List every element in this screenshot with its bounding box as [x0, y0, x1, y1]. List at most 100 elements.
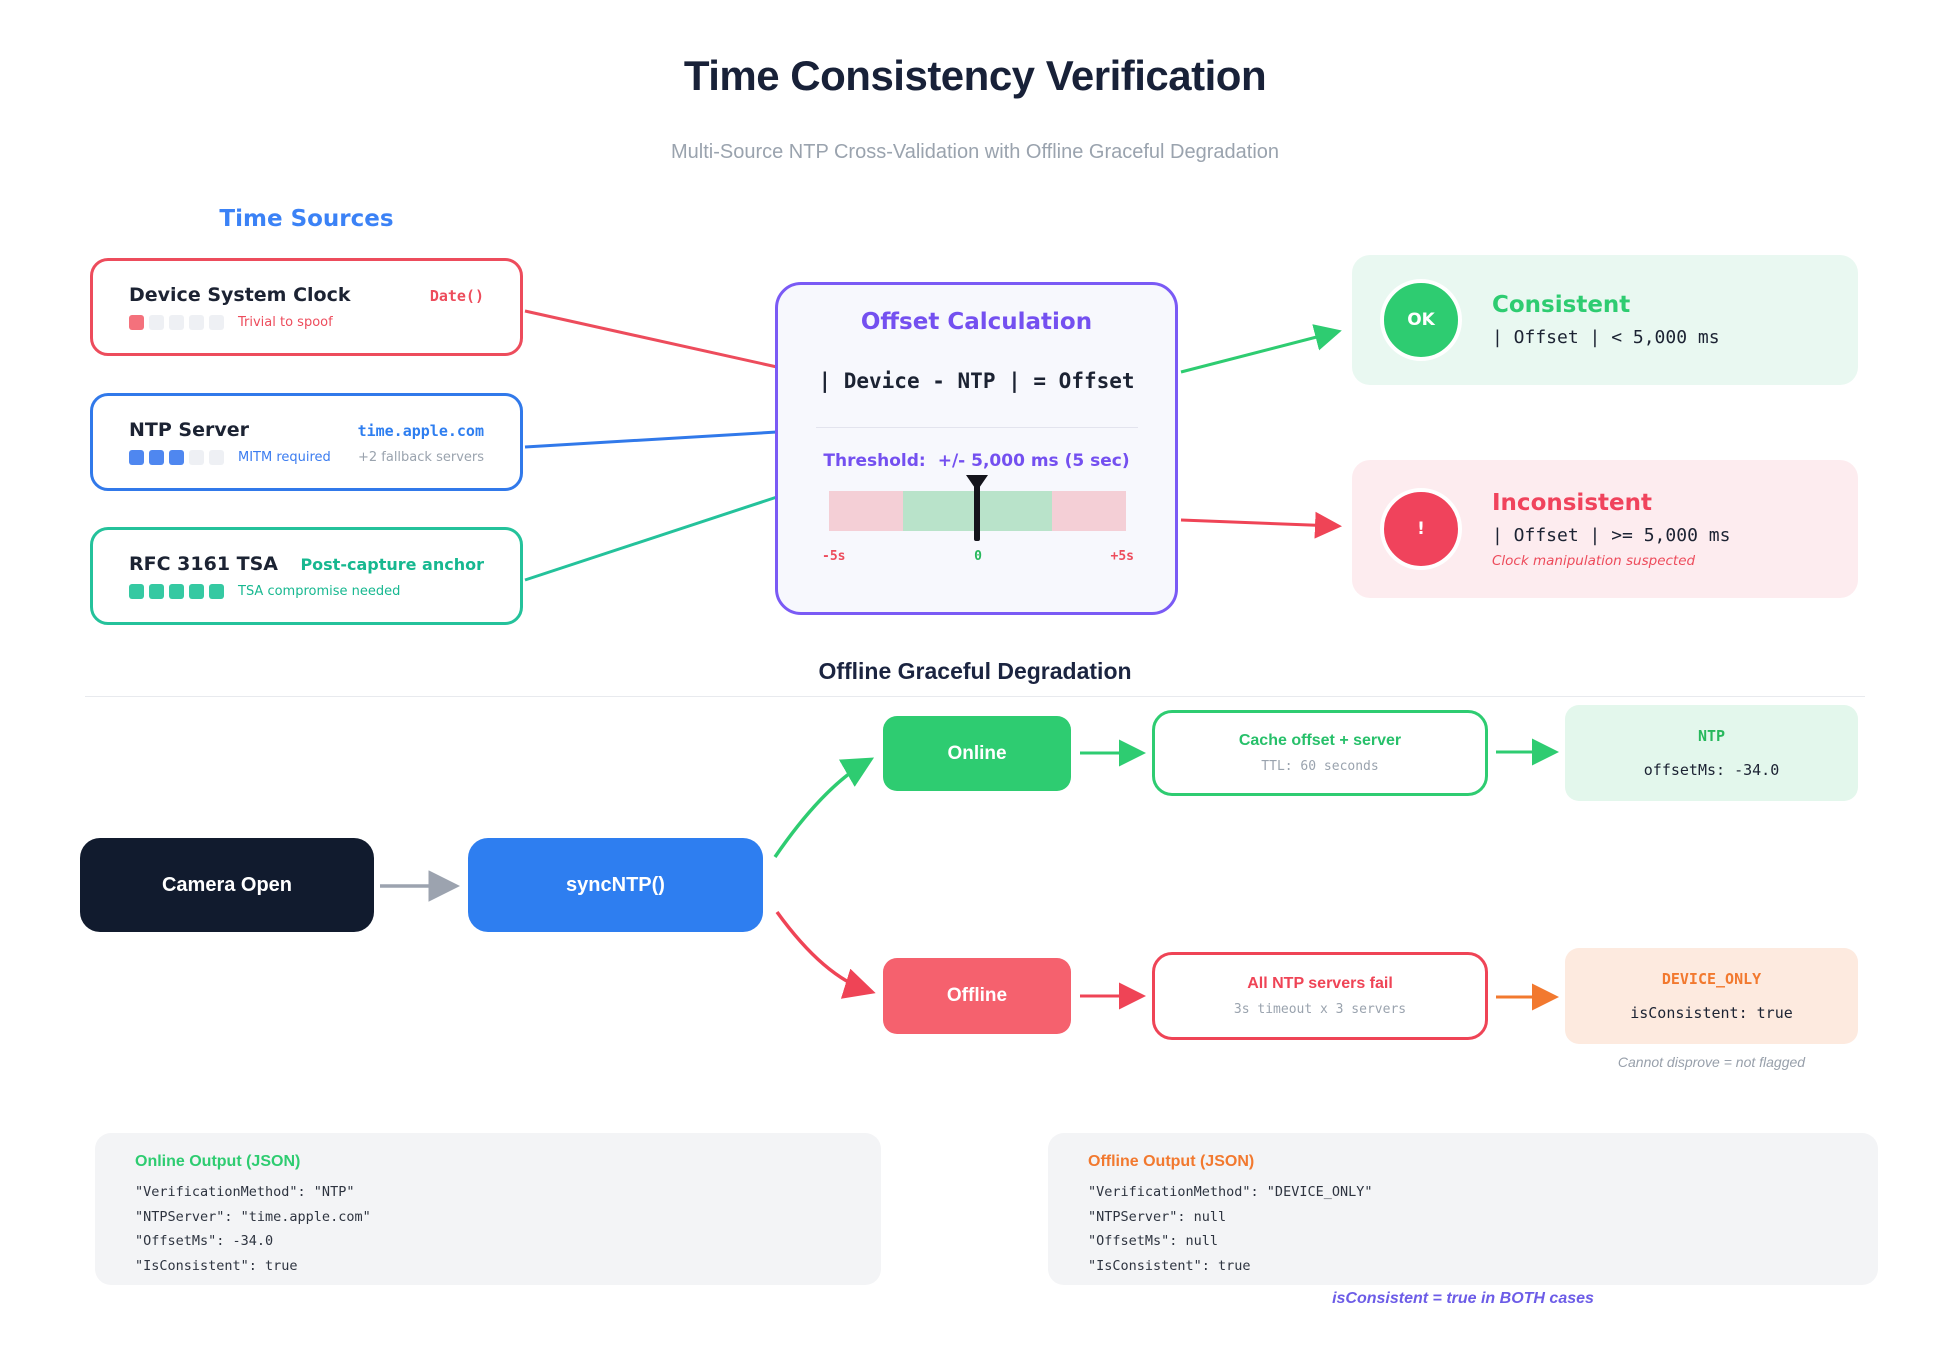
arrow-offset-to-consistent [1180, 324, 1342, 374]
json-line: "IsConsistent": true [1088, 1257, 1251, 1274]
pip [189, 584, 204, 599]
source-card-meta: Trivial to spoof [129, 315, 484, 330]
inconsistent-title: Inconsistent [1492, 489, 1652, 516]
consistent-text-group: Consistent | Offset | < 5,000 ms [1492, 292, 1720, 348]
pip [209, 584, 224, 599]
json-line: "VerificationMethod": "NTP" [135, 1184, 355, 1200]
scale-min-label: -5s [822, 549, 846, 564]
offline-action-detail: 3s timeout x 3 servers [1233, 1002, 1407, 1017]
pip [169, 584, 184, 599]
sync-ntp-node: syncNTP() [468, 838, 763, 932]
source-card-meta: MITM required +2 fallback servers [129, 450, 484, 465]
offset-calculation-box: Offset Calculation | Device - NTP | = Of… [775, 282, 1178, 615]
offline-state-node: Offline [883, 958, 1071, 1034]
risk-pips [129, 584, 224, 599]
risk-pips [129, 315, 224, 330]
ntp-result-detail: offsetMs: -34.0 [1643, 761, 1780, 779]
ntp-result-title: NTP [1697, 727, 1726, 745]
arrow-sync-to-offline [775, 910, 876, 999]
connector-tsa-to-offset [524, 495, 778, 582]
both-cases-footnote: isConsistent = true in BOTH cases [1332, 1290, 1594, 1307]
json-line: "NTPServer": null [1088, 1208, 1227, 1225]
pip [129, 315, 144, 330]
consistent-result-box: OK Consistent | Offset | < 5,000 ms [1352, 255, 1858, 385]
offset-calculation-title: Offset Calculation [860, 309, 1093, 335]
device-only-note: Cannot disprove = not flagged [1617, 1054, 1806, 1070]
gauge-scale: -5s 0 +5s [822, 549, 1134, 564]
scale-max-label: +5s [1110, 549, 1134, 564]
alert-badge: ! [1380, 488, 1462, 570]
section-divider [85, 696, 1865, 697]
source-card-ntp-server: NTP Server time.apple.com MITM required … [90, 393, 523, 491]
source-card-header: Device System Clock Date() [129, 284, 484, 306]
scale-zero-label: 0 [974, 549, 982, 564]
time-sources-heading: Time Sources [219, 206, 394, 232]
degradation-heading: Offline Graceful Degradation [818, 658, 1132, 684]
page-subtitle: Multi-Source NTP Cross-Validation with O… [670, 141, 1280, 163]
source-card-header: RFC 3161 TSA Post-capture anchor [129, 553, 484, 575]
pip [169, 315, 184, 330]
camera-open-node: Camera Open [80, 838, 374, 932]
json-line: "OffsetMs": null [1088, 1233, 1219, 1249]
source-title: NTP Server [129, 419, 249, 441]
online-output-panel: Online Output (JSON) "VerificationMethod… [95, 1133, 881, 1285]
offline-output-panel: Offline Output (JSON) "VerificationMetho… [1048, 1133, 1878, 1285]
source-tag: Date() [429, 287, 484, 305]
pip [149, 584, 164, 599]
consistent-condition: | Offset | < 5,000 ms [1492, 327, 1720, 348]
threshold-label: Threshold: [823, 451, 926, 471]
divider [816, 427, 1138, 428]
connector-ntp-to-offset [524, 430, 778, 449]
gauge-segment-out-right [1051, 491, 1126, 531]
pip [149, 450, 164, 465]
offline-output-lines: "VerificationMethod": "DEVICE_ONLY" "NTP… [1088, 1180, 1838, 1278]
offline-action-label: All NTP servers fail [1247, 975, 1393, 992]
threshold-text: Threshold:+/- 5,000 ms (5 sec) [778, 451, 1175, 471]
json-line: "VerificationMethod": "DEVICE_ONLY" [1088, 1184, 1373, 1200]
pip [129, 450, 144, 465]
online-action-box: Cache offset + server TTL: 60 seconds [1152, 710, 1488, 796]
pip [169, 450, 184, 465]
source-note: MITM required [238, 450, 331, 465]
offset-formula: | Device - NTP | = Offset [818, 369, 1135, 393]
inconsistent-condition: | Offset | >= 5,000 ms [1492, 524, 1731, 546]
pip [209, 315, 224, 330]
device-only-result-box: DEVICE_ONLY isConsistent: true [1565, 948, 1858, 1044]
gauge-segment-out-left [829, 491, 904, 531]
offline-action-box: All NTP servers fail 3s timeout x 3 serv… [1152, 952, 1488, 1040]
pip [209, 450, 224, 465]
pip [129, 584, 144, 599]
inconsistent-result-box: ! Inconsistent | Offset | >= 5,000 ms Cl… [1352, 460, 1858, 598]
json-line: "NTPServer": "time.apple.com" [135, 1208, 371, 1225]
source-note: Trivial to spoof [238, 315, 333, 330]
online-action-label: Cache offset + server [1238, 732, 1402, 749]
device-only-result-title: DEVICE_ONLY [1661, 970, 1762, 988]
source-card-device-clock: Device System Clock Date() Trivial to sp… [90, 258, 523, 356]
json-line: "OffsetMs": -34.0 [135, 1233, 274, 1249]
ok-badge: OK [1380, 279, 1462, 361]
online-output-title: Online Output (JSON) [135, 1153, 301, 1170]
risk-pips [129, 450, 224, 465]
gauge-needle [974, 478, 980, 541]
online-action-detail: TTL: 60 seconds [1261, 759, 1379, 774]
source-tag: time.apple.com [357, 422, 484, 440]
source-title: Device System Clock [129, 284, 351, 306]
source-extra-note: +2 fallback servers [357, 450, 484, 465]
arrow-sync-to-online [773, 757, 875, 858]
pip [149, 315, 164, 330]
source-tag: Post-capture anchor [300, 555, 484, 574]
inconsistent-text-group: Inconsistent | Offset | >= 5,000 ms Cloc… [1492, 490, 1730, 569]
json-line: "IsConsistent": true [135, 1257, 298, 1274]
offline-output-title: Offline Output (JSON) [1088, 1153, 1255, 1170]
source-title: RFC 3161 TSA [129, 553, 279, 575]
online-state-node: Online [883, 716, 1071, 791]
source-card-rfc3161-tsa: RFC 3161 TSA Post-capture anchor TSA com… [90, 527, 523, 625]
consistent-title: Consistent [1492, 292, 1631, 318]
arrow-offset-to-inconsistent [1180, 511, 1342, 539]
pip [189, 315, 204, 330]
page-title: Time Consistency Verification [683, 52, 1267, 99]
online-output-lines: "VerificationMethod": "NTP" "NTPServer":… [135, 1180, 841, 1278]
source-card-header: NTP Server time.apple.com [129, 419, 484, 441]
source-card-meta: TSA compromise needed [129, 584, 484, 599]
